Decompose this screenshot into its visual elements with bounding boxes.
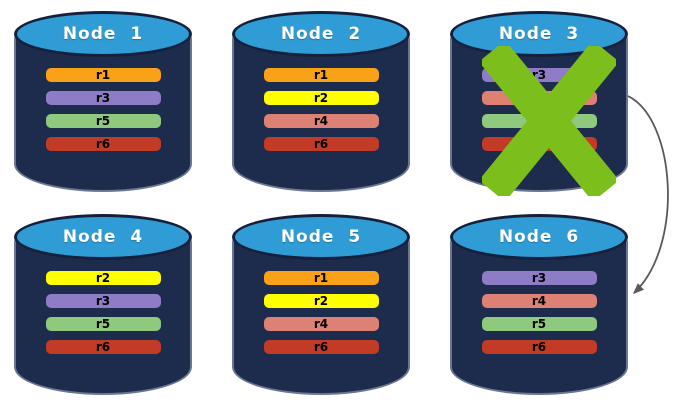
replica-bar-r1: r1 [263, 271, 379, 285]
node-1: Node 1 r1 r3 r5 r6 [13, 9, 193, 192]
replica-bar-r2: r2 [263, 91, 379, 105]
replica-label: r6 [531, 340, 547, 354]
node-title: Node 6 [498, 227, 580, 247]
replica-label: r2 [313, 91, 329, 105]
node-title: Node 5 [280, 227, 362, 247]
replica-label: r3 [531, 68, 547, 82]
cylinder-top: Node 5 [232, 214, 410, 260]
replica-label: r4 [313, 317, 329, 331]
replica-bar-r6: r6 [45, 340, 161, 354]
replica-bar-r6: r6 [481, 137, 597, 151]
cylinder-top: Node 6 [450, 214, 628, 260]
replica-list: r3 r4 r5 r6 [449, 68, 629, 151]
cylinder-top: Node 3 [450, 11, 628, 57]
replica-list: r1 r2 r4 r6 [231, 68, 411, 151]
replica-label: r3 [531, 271, 547, 285]
replica-bar-r6: r6 [45, 137, 161, 151]
cylinder-top: Node 4 [14, 214, 192, 260]
node-2: Node 2 r1 r2 r4 r6 [231, 9, 411, 192]
replica-bar-r5: r5 [45, 114, 161, 128]
node-title: Node 4 [62, 227, 144, 247]
replica-label: r5 [95, 317, 111, 331]
replica-label: r1 [313, 68, 329, 82]
node-title: Node 2 [280, 24, 362, 44]
replica-label: r2 [313, 294, 329, 308]
replica-bar-r1: r1 [45, 68, 161, 82]
replica-label: r6 [95, 340, 111, 354]
node-title: Node 3 [498, 24, 580, 44]
replica-label: r6 [313, 137, 329, 151]
replica-list: r2 r3 r5 r6 [13, 271, 193, 354]
replica-list: r3 r4 r5 r6 [449, 271, 629, 354]
replica-bar-r3: r3 [45, 294, 161, 308]
replica-label: r5 [531, 114, 547, 128]
replica-bar-r4: r4 [481, 294, 597, 308]
replica-bar-r6: r6 [481, 340, 597, 354]
replica-bar-r3: r3 [481, 68, 597, 82]
replica-label: r6 [95, 137, 111, 151]
replica-label: r4 [531, 294, 547, 308]
replica-bar-r5: r5 [481, 114, 597, 128]
replica-label: r5 [531, 317, 547, 331]
cylinder-top: Node 2 [232, 11, 410, 57]
replica-bar-r2: r2 [45, 271, 161, 285]
replica-label: r5 [95, 114, 111, 128]
cylinder-body [232, 236, 410, 395]
replica-bar-r5: r5 [481, 317, 597, 331]
replica-label: r3 [95, 294, 111, 308]
replica-label: r1 [95, 68, 111, 82]
replica-label: r4 [313, 114, 329, 128]
cylinder-body [232, 33, 410, 192]
replica-bar-r3: r3 [481, 271, 597, 285]
cylinder-body [14, 33, 192, 192]
node-title: Node 1 [62, 24, 144, 44]
replica-bar-r6: r6 [263, 137, 379, 151]
replica-label: r3 [95, 91, 111, 105]
replica-bar-r1: r1 [263, 68, 379, 82]
replica-bar-r2: r2 [263, 294, 379, 308]
replica-list: r1 r3 r5 r6 [13, 68, 193, 151]
replica-bar-r5: r5 [45, 317, 161, 331]
replica-label: r1 [313, 271, 329, 285]
replica-bar-r4: r4 [481, 91, 597, 105]
cylinder-body [450, 236, 628, 395]
replica-list: r1 r2 r4 r6 [231, 271, 411, 354]
replica-bar-r4: r4 [263, 114, 379, 128]
replica-bar-r4: r4 [263, 317, 379, 331]
node-3: Node 3 r3 r4 r5 r6 [449, 9, 629, 196]
node-4: Node 4 r2 r3 r5 r6 [13, 212, 193, 395]
replica-bar-r3: r3 [45, 91, 161, 105]
replica-label: r4 [531, 91, 547, 105]
replica-label: r6 [531, 137, 547, 151]
cylinder-top: Node 1 [14, 11, 192, 57]
replica-label: r2 [95, 271, 111, 285]
node-6: Node 6 r3 r4 r5 r6 [449, 212, 629, 395]
replica-label: r6 [313, 340, 329, 354]
node-5: Node 5 r1 r2 r4 r6 [231, 212, 411, 395]
replica-bar-r6: r6 [263, 340, 379, 354]
cylinder-body [14, 236, 192, 395]
